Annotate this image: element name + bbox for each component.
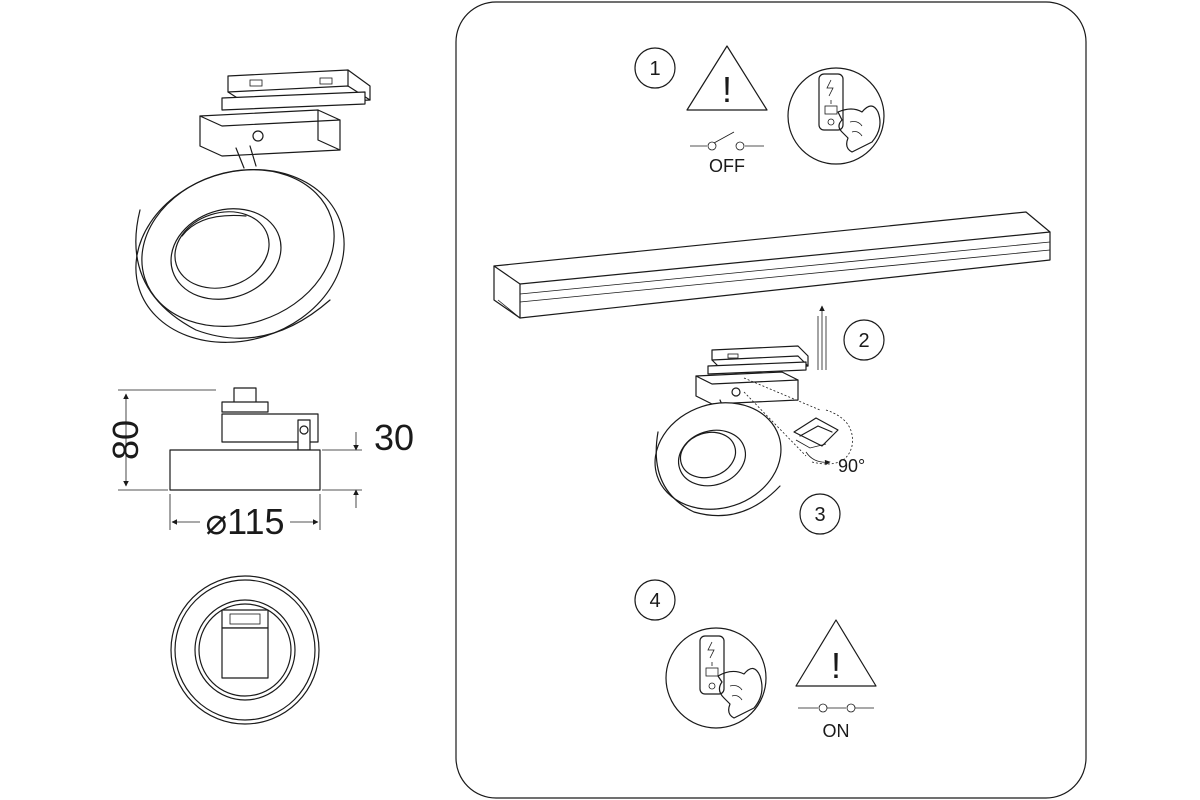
rotation-angle-label: 90° xyxy=(838,456,865,476)
step-3-badge xyxy=(799,493,841,535)
product-side-view xyxy=(169,387,321,491)
step-2: 2 xyxy=(817,305,885,370)
step-1-badge xyxy=(634,47,676,89)
head-height-dimension: 30 xyxy=(322,417,414,508)
head-height-dimension-label: 30 xyxy=(374,417,414,458)
step-1-number: 1 xyxy=(649,58,660,80)
step-3-number: 3 xyxy=(814,504,825,526)
switch-off-icon xyxy=(690,131,764,151)
hand-press-switch-on-icon xyxy=(665,627,767,729)
warning-triangle-icon xyxy=(686,45,768,111)
diameter-dimension-label: ⌀115 xyxy=(205,501,284,542)
step-1: 1 ! OFF xyxy=(634,45,885,176)
product-isometric-view xyxy=(135,69,371,343)
height-dimension-label: 80 xyxy=(105,420,146,460)
switch-on-label: ON xyxy=(823,721,850,741)
warning-exclamation: ! xyxy=(831,645,841,686)
step-2-badge xyxy=(843,319,885,361)
rotate-lock-detail-icon xyxy=(793,417,839,449)
step-2-number: 2 xyxy=(858,330,869,352)
hand-press-switch-off-icon xyxy=(787,67,885,165)
step-4: 4 ! ON xyxy=(634,579,877,741)
rotate-arrow-icon xyxy=(805,451,831,466)
track-rail xyxy=(493,211,1051,319)
switch-off-label: OFF xyxy=(709,156,745,176)
product-front-view xyxy=(170,575,320,725)
diameter-dimension: ⌀115 xyxy=(169,494,321,542)
step-3: 90° 3 xyxy=(743,377,865,535)
step-4-badge xyxy=(634,579,676,621)
warning-triangle-icon xyxy=(795,619,877,687)
instructions-panel xyxy=(455,1,1087,799)
fixture-mounting xyxy=(654,345,809,517)
switch-on-icon xyxy=(798,703,874,713)
step-4-number: 4 xyxy=(649,590,660,612)
height-dimension: 80 xyxy=(105,389,216,491)
warning-exclamation: ! xyxy=(722,69,732,110)
